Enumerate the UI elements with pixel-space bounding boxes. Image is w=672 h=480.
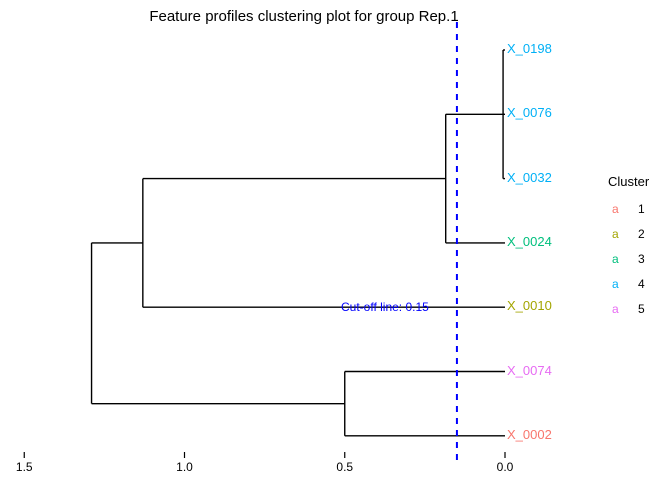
x-axis-tick-label: 0.0 (496, 460, 514, 474)
leaf-label-x_0024: X_0024 (507, 233, 552, 249)
x-axis-tick-label: 1.5 (15, 460, 33, 474)
legend-glyph-cluster-1: a (612, 202, 619, 216)
leaf-label-x_0010: X_0010 (507, 298, 552, 314)
cutoff-line-label: Cut-off line: 0.15 (341, 300, 429, 314)
x-axis-tick-label: 1.0 (176, 460, 193, 474)
page-title: Feature profiles clustering plot for gro… (149, 8, 459, 25)
legend-label-cluster-1: 1 (638, 202, 645, 216)
x-axis-tick-label: 0.5 (336, 460, 354, 474)
x-axis (23, 452, 506, 458)
legend-label-cluster-3: 3 (638, 252, 645, 266)
legend-glyph-cluster-3: a (612, 252, 619, 266)
leaf-label-x_0074: X_0074 (507, 362, 552, 378)
legend-title: Cluster (608, 174, 650, 189)
legend-glyph-cluster-2: a (612, 227, 619, 241)
leaf-label-x_0076: X_0076 (507, 105, 552, 121)
legend-label-cluster-5: 5 (638, 302, 645, 316)
leaf-label-x_0002: X_0002 (507, 426, 552, 442)
legend-label-cluster-4: 4 (638, 277, 645, 291)
dendrogram-branches (90, 49, 505, 437)
legend-glyph-cluster-5: a (612, 302, 619, 316)
legend-glyph-cluster-4: a (612, 277, 619, 291)
leaf-label-x_0198: X_0198 (507, 41, 552, 56)
legend-label-cluster-2: 2 (638, 227, 645, 241)
leaf-label-x_0032: X_0032 (507, 169, 552, 185)
